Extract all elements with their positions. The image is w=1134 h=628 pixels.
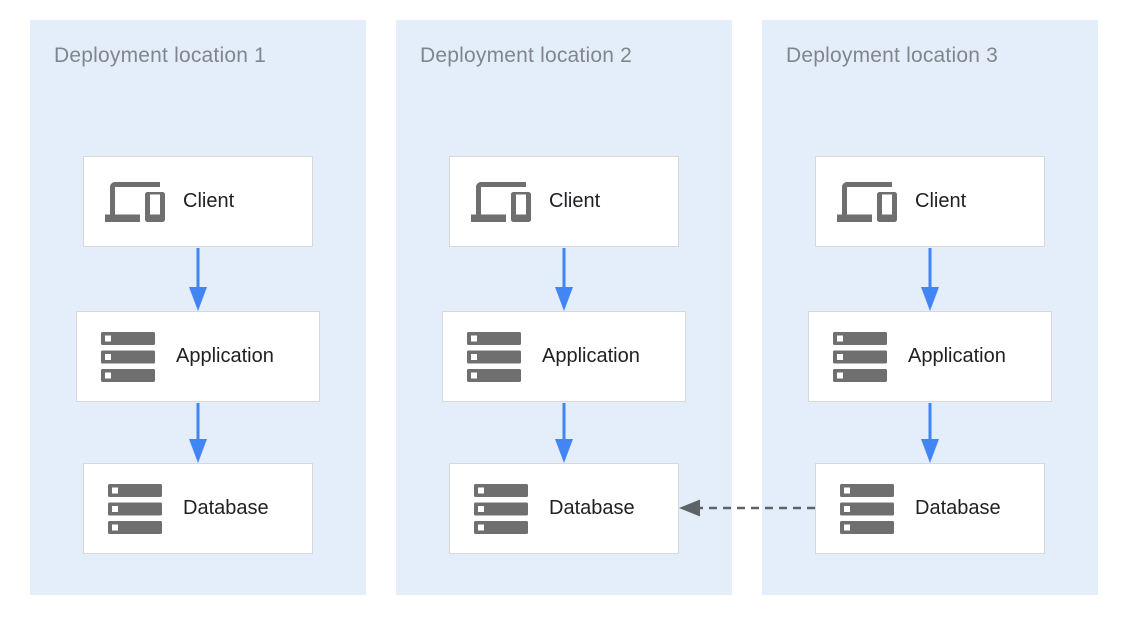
node-label: Application (176, 345, 274, 367)
client-node: Client (815, 156, 1045, 247)
devices-icon (105, 172, 165, 232)
devices-icon (471, 172, 531, 232)
node-label: Client (549, 190, 601, 212)
node-label: Client (183, 190, 235, 212)
application-node: Application (76, 311, 320, 402)
application-node: Application (442, 311, 686, 402)
server-stack-icon (830, 331, 890, 382)
flow-arrow-down-icon (189, 248, 207, 311)
application-node: Application (808, 311, 1052, 402)
client-node: Client (449, 156, 679, 247)
server-stack-icon (837, 483, 897, 534)
server-stack-icon (464, 331, 524, 382)
panel-title: Deployment location 2 (420, 44, 632, 67)
server-stack-icon (98, 331, 158, 382)
replication-dashed-arrow-icon (679, 499, 815, 517)
flow-arrow-down-icon (555, 403, 573, 463)
node-label: Database (183, 497, 269, 519)
node-label: Application (908, 345, 1006, 367)
panel-title: Deployment location 1 (54, 44, 266, 67)
client-node: Client (83, 156, 313, 247)
deployment-location-3-panel: Deployment location 3 Client Application (762, 20, 1098, 595)
server-stack-icon (105, 483, 165, 534)
flow-arrow-down-icon (555, 248, 573, 311)
flow-arrow-down-icon (921, 403, 939, 463)
devices-icon (837, 172, 897, 232)
panel-title: Deployment location 3 (786, 44, 998, 67)
server-stack-icon (471, 483, 531, 534)
node-label: Database (549, 497, 635, 519)
deployment-location-1-panel: Deployment location 1 Client Application (30, 20, 366, 595)
flow-arrow-down-icon (921, 248, 939, 311)
deployment-location-2-panel: Deployment location 2 Client Application (396, 20, 732, 595)
database-node: Database (449, 463, 679, 554)
flow-arrow-down-icon (189, 403, 207, 463)
node-label: Database (915, 497, 1001, 519)
database-node: Database (83, 463, 313, 554)
node-label: Client (915, 190, 967, 212)
node-label: Application (542, 345, 640, 367)
database-node: Database (815, 463, 1045, 554)
